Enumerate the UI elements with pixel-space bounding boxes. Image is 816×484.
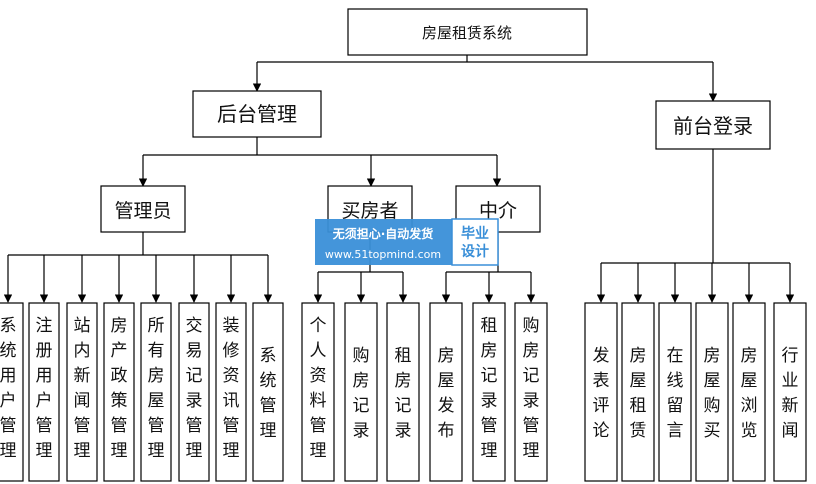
agent-leaf-label: 购房记录管理 bbox=[523, 316, 540, 461]
agent-leaf-box bbox=[514, 302, 548, 482]
admin-leaf: 房产政策管理 bbox=[103, 302, 135, 482]
admin-leaf: 装修资讯管理 bbox=[215, 302, 247, 482]
buyer-leaf-box bbox=[344, 302, 378, 482]
backend-node: 后台管理 bbox=[192, 90, 322, 138]
buyer-leaf-box bbox=[301, 302, 335, 482]
agent-leaf: 购房记录管理 bbox=[514, 302, 548, 482]
buyer-leaf-box bbox=[386, 302, 420, 482]
root-node: 房屋租赁系统 bbox=[347, 8, 588, 56]
agent-leaf-label: 房屋发布 bbox=[438, 346, 455, 441]
admin-label: 管理员 bbox=[114, 200, 171, 222]
admin-leaf-label: 所有房屋管理 bbox=[148, 316, 165, 461]
backend-label: 后台管理 bbox=[217, 102, 297, 126]
front-leaf-box bbox=[658, 302, 692, 482]
agent-leaf-label: 租房记录管理 bbox=[481, 316, 498, 461]
admin-node: 管理员 bbox=[100, 185, 186, 233]
agent-leaf-box bbox=[472, 302, 506, 482]
watermark-badge: 毕业设计 bbox=[461, 225, 489, 260]
watermark: 无须担心·自动发货 www.51topmind.com 毕业设计 bbox=[315, 218, 499, 266]
admin-leaf-box bbox=[140, 302, 172, 482]
watermark-badge-box bbox=[451, 218, 499, 266]
buyer-leaf: 个人资料管理 bbox=[301, 302, 335, 482]
admin-leaf-box bbox=[178, 302, 210, 482]
admin-leaf: 注册用户管理 bbox=[28, 302, 60, 482]
admin-connectors bbox=[3, 232, 273, 303]
front-leaf-box bbox=[621, 302, 655, 482]
agent-leaf: 房屋发布 bbox=[429, 302, 463, 482]
admin-leaf-label: 系统管理 bbox=[260, 346, 277, 441]
admin-leaf: 交易记录管理 bbox=[178, 302, 210, 482]
front-leaf: 房屋浏览 bbox=[732, 302, 766, 482]
admin-leaf: 站内新闻管理 bbox=[66, 302, 98, 482]
agent-leaf-box bbox=[429, 302, 463, 482]
buyer-leaf-label: 个人资料管理 bbox=[310, 316, 327, 461]
admin-leaf-box bbox=[0, 302, 24, 482]
front-leaf-label: 房屋购买 bbox=[704, 346, 721, 441]
admin-leaf-label: 装修资讯管理 bbox=[223, 316, 240, 461]
backend-connectors bbox=[138, 137, 502, 187]
admin-leaf: 所有房屋管理 bbox=[140, 302, 172, 482]
agent-leaf-nodes: 房屋发布 租房记录管理 购房记录管理 bbox=[429, 302, 548, 482]
admin-leaf-label: 站内新闻管理 bbox=[74, 316, 91, 461]
frontend-leaf-nodes: 发表评论 房屋租赁 在线留言 房屋购买 房屋浏览 行业新闻 bbox=[584, 302, 807, 482]
admin-leaf-box bbox=[103, 302, 135, 482]
watermark-line1: 无须担心·自动发货 bbox=[332, 226, 434, 241]
front-leaf: 发表评论 bbox=[584, 302, 618, 482]
buyer-leaf-nodes: 个人资料管理 购房记录 租房记录 bbox=[301, 302, 420, 482]
admin-leaf: 系统用户管理 bbox=[0, 302, 24, 482]
root-connectors bbox=[252, 55, 718, 102]
admin-leaf-label: 注册用户管理 bbox=[36, 316, 53, 461]
front-leaf: 在线留言 bbox=[658, 302, 692, 482]
agent-leaf: 租房记录管理 bbox=[472, 302, 506, 482]
admin-leaf-box bbox=[66, 302, 98, 482]
frontend-connectors bbox=[596, 149, 795, 303]
front-leaf: 行业新闻 bbox=[773, 302, 807, 482]
admin-leaf-nodes: 系统用户管理 注册用户管理 站内新闻管理 房产政策管理 所有房屋管理 交易记录管理 装修资讯… bbox=[0, 302, 284, 482]
watermark-line2: www.51topmind.com bbox=[325, 248, 441, 261]
front-leaf-label: 在线留言 bbox=[667, 346, 684, 441]
admin-leaf-label: 系统用户管理 bbox=[0, 316, 17, 461]
admin-leaf: 系统管理 bbox=[252, 302, 284, 482]
admin-leaf-box bbox=[252, 302, 284, 482]
front-leaf: 房屋购买 bbox=[695, 302, 729, 482]
buyer-leaf: 购房记录 bbox=[344, 302, 378, 482]
buyer-leaf-label: 租房记录 bbox=[395, 346, 412, 441]
admin-leaf-box bbox=[28, 302, 60, 482]
admin-leaf-label: 房产政策管理 bbox=[111, 316, 128, 461]
frontend-node: 前台登录 bbox=[655, 100, 771, 150]
front-leaf-label: 房屋租赁 bbox=[630, 346, 647, 441]
front-leaf-label: 行业新闻 bbox=[782, 346, 799, 441]
front-leaf-label: 发表评论 bbox=[593, 346, 610, 441]
watermark-background bbox=[315, 219, 452, 265]
front-leaf: 房屋租赁 bbox=[621, 302, 655, 482]
admin-leaf-box bbox=[215, 302, 247, 482]
front-leaf-box bbox=[732, 302, 766, 482]
buyer-connectors bbox=[313, 232, 408, 303]
frontend-label: 前台登录 bbox=[673, 114, 753, 138]
buyer-label: 买房者 bbox=[341, 200, 398, 222]
front-leaf-box bbox=[695, 302, 729, 482]
front-leaf-box bbox=[584, 302, 618, 482]
buyer-leaf-label: 购房记录 bbox=[353, 346, 370, 441]
front-leaf-label: 房屋浏览 bbox=[741, 346, 758, 441]
root-label: 房屋租赁系统 bbox=[422, 24, 512, 42]
agent-label: 中介 bbox=[479, 200, 517, 222]
admin-leaf-label: 交易记录管理 bbox=[186, 316, 203, 461]
buyer-leaf: 租房记录 bbox=[386, 302, 420, 482]
front-leaf-box bbox=[773, 302, 807, 482]
